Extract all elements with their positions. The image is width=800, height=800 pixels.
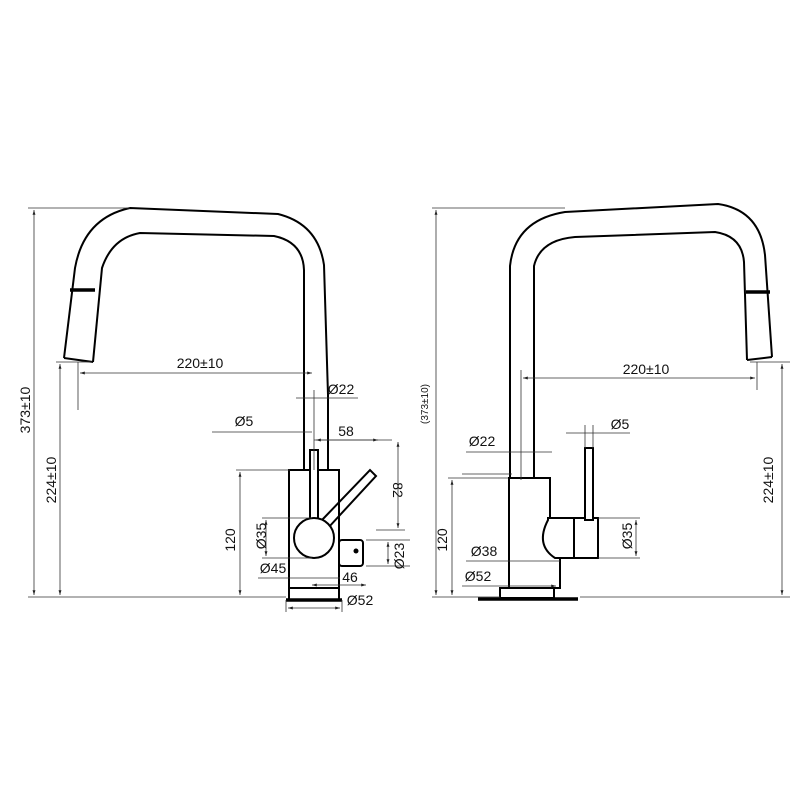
right-lever-rod <box>584 447 594 521</box>
label-right-total-height: (373±10) <box>420 384 431 424</box>
label-left-body-dia: Ø45 <box>260 560 287 576</box>
right-spout <box>509 202 773 478</box>
label-left-spout-dia: Ø22 <box>328 381 355 397</box>
label-right-lever-dia: Ø5 <box>611 416 630 432</box>
label-left-lever-height: 82 <box>390 482 406 498</box>
label-right-body-height: 120 <box>434 528 450 552</box>
label-left-outlet-depth: 46 <box>342 569 358 585</box>
label-right-base-dia: Ø52 <box>465 568 492 584</box>
left-spout <box>63 206 329 470</box>
left-knob <box>293 517 335 559</box>
label-left-body-height: 120 <box>222 528 238 552</box>
left-lever-angled <box>321 468 378 529</box>
label-right-spout-dia: Ø22 <box>469 433 496 449</box>
label-right-spout-height: 224±10 <box>760 456 776 503</box>
left-base <box>288 587 340 601</box>
left-view: 373±10 224±10 220±10 Ø22 Ø5 58 82 120 Ø3… <box>17 206 410 612</box>
right-view: (373±10) 224±10 220±10 Ø22 Ø5 120 Ø35 Ø3… <box>420 202 790 601</box>
right-base <box>499 587 555 599</box>
label-left-outlet-dia: Ø23 <box>391 543 407 570</box>
label-right-reach: 220±10 <box>623 361 670 377</box>
label-left-reach: 220±10 <box>177 355 224 371</box>
label-left-lever-offset: 58 <box>338 423 354 439</box>
label-right-lever-body-dia: Ø35 <box>619 523 635 550</box>
label-left-spout-height: 224±10 <box>43 456 59 503</box>
label-left-lever-dia: Ø5 <box>235 413 254 429</box>
right-lever-cap <box>573 517 599 559</box>
left-outlet-dot <box>353 548 359 554</box>
label-right-body-dia: Ø38 <box>471 543 498 559</box>
label-left-total-height: 373±10 <box>17 386 33 433</box>
left-side-outlet <box>338 539 364 567</box>
label-left-base-dia: Ø52 <box>347 592 374 608</box>
label-left-knob-dia: Ø35 <box>253 523 269 550</box>
